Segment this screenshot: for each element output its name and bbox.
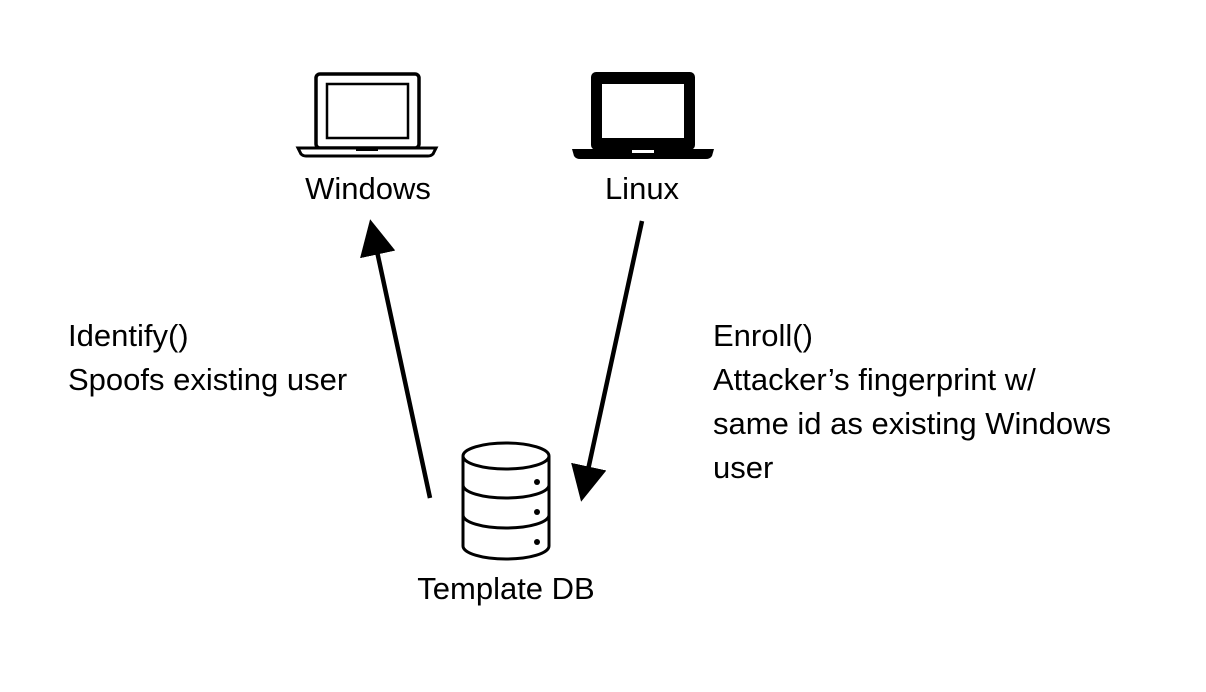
windows-label: Windows	[305, 171, 431, 206]
enroll-description-line-1: Attacker’s fingerprint w/	[713, 362, 1036, 397]
laptop-filled-icon	[572, 72, 714, 159]
template-db-label: Template DB	[417, 571, 595, 606]
identify-call-label: Identify()	[68, 318, 189, 353]
identify-arrow	[360, 219, 433, 499]
enroll-call-label: Enroll()	[713, 318, 813, 353]
enroll-arrow	[571, 220, 645, 502]
database-icon	[461, 441, 551, 561]
identify-description: Spoofs existing user	[68, 362, 348, 397]
enroll-description-line-3: user	[713, 450, 774, 485]
identify-annotation: Identify() Spoofs existing user	[68, 314, 347, 402]
linux-label: Linux	[604, 171, 680, 206]
enroll-description-line-2: same id as existing Windows	[713, 406, 1111, 441]
enroll-annotation: Enroll() Attacker’s fingerprint w/ same …	[713, 314, 1111, 490]
laptop-outline-icon	[295, 72, 439, 158]
